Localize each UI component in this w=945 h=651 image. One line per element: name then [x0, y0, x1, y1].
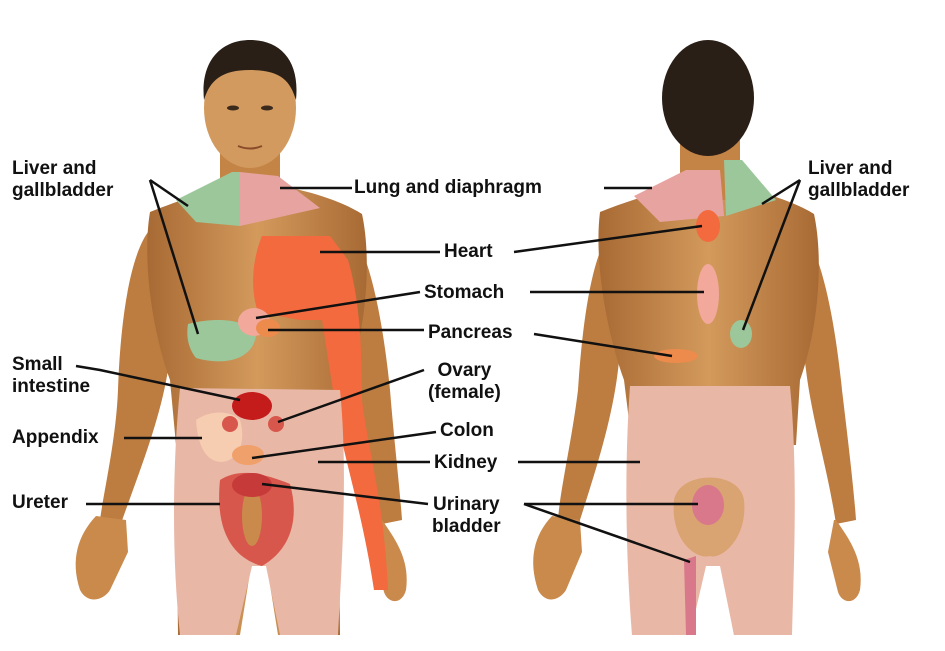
back-liver-zone [730, 320, 752, 348]
front-right-eye [261, 106, 273, 111]
front-colon-zone [232, 445, 264, 465]
back-head [662, 40, 754, 156]
label-small-intestine-line1: Small [12, 354, 90, 376]
label-heart: Heart [444, 241, 493, 263]
label-liver-gallbladder-left: Liver and gallbladder [12, 158, 113, 202]
label-bladder-line1: Urinary [432, 494, 501, 516]
label-pancreas: Pancreas [428, 322, 513, 344]
label-liver-left-line1: Liver and [12, 158, 113, 180]
label-liver-left-line2: gallbladder [12, 180, 113, 202]
front-left-eye [227, 106, 239, 111]
label-colon: Colon [440, 420, 494, 442]
label-ovary-line1: Ovary [428, 360, 501, 382]
label-ovary-line2: (female) [428, 382, 501, 404]
front-figure [76, 40, 407, 635]
label-small-intestine: Small intestine [12, 354, 90, 398]
front-small-intestine-zone [232, 392, 272, 420]
label-small-intestine-line2: intestine [12, 376, 90, 398]
front-ovary-right [268, 416, 284, 432]
back-figure [533, 40, 861, 635]
label-lung-diaphragm: Lung and diaphragm [354, 177, 542, 199]
label-urinary-bladder: Urinary bladder [432, 494, 501, 538]
label-liver-gallbladder-right: Liver and gallbladder [808, 158, 909, 202]
front-pancreas-zone [256, 319, 280, 337]
label-kidney: Kidney [434, 452, 497, 474]
front-left-hand [76, 516, 128, 599]
back-right-hand [828, 520, 861, 601]
label-bladder-line2: bladder [432, 516, 501, 538]
label-appendix: Appendix [12, 427, 99, 449]
front-ovary-left [222, 416, 238, 432]
back-left-hand [533, 516, 582, 599]
back-pancreas-zone [654, 349, 698, 363]
back-ureter-zone [684, 556, 696, 635]
label-ovary: Ovary (female) [428, 360, 501, 404]
back-stomach-zone [697, 264, 719, 324]
label-ureter: Ureter [12, 492, 68, 514]
label-liver-right-line1: Liver and [808, 158, 909, 180]
label-liver-right-line2: gallbladder [808, 180, 909, 202]
label-stomach: Stomach [424, 282, 504, 304]
